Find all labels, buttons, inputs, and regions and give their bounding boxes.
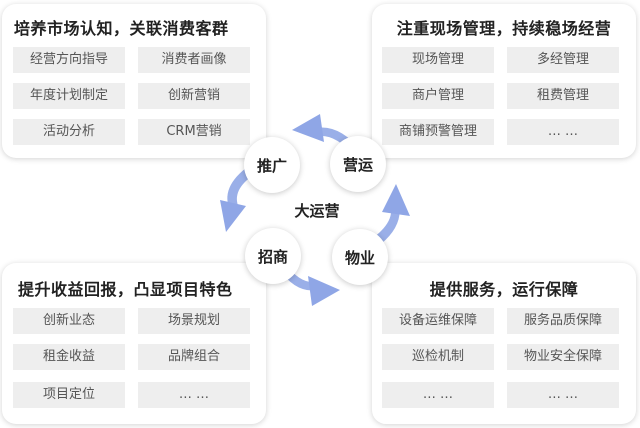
list-item: 创新业态 (13, 308, 125, 334)
list-item: 经营方向指导 (13, 47, 125, 73)
list-item: … … (507, 382, 619, 408)
list-item: 巡检机制 (382, 344, 494, 370)
list-item: 商铺预警管理 (382, 119, 494, 145)
card-title: 注重现场管理，持续稳场经营 (396, 19, 612, 38)
list-item: … … (507, 119, 619, 145)
left-arrowhead (220, 200, 246, 232)
list-item: 设备运维保障 (382, 308, 494, 334)
revenue-return-card: 提升收益回报，凸显项目特色 创新业态 场景规划 租金收益 品牌组合 项目定位 …… (2, 263, 266, 424)
service-support-card: 提供服务，运行保障 设备运维保障 服务品质保障 巡检机制 物业安全保障 … … … (372, 263, 636, 424)
card-title: 提升收益回报，凸显项目特色 (18, 280, 233, 299)
node-operate: 营运 (330, 136, 386, 192)
site-management-card: 注重现场管理，持续稳场经营 现场管理 多经管理 商户管理 租费管理 商铺预警管理… (372, 4, 636, 158)
node-merchant: 招商 (245, 228, 301, 284)
list-item: 活动分析 (13, 119, 125, 145)
node-property: 物业 (332, 229, 388, 285)
list-item: … … (382, 382, 494, 408)
list-item: 场景规划 (138, 308, 250, 334)
list-item: 年度计划制定 (13, 83, 125, 109)
list-item: 项目定位 (13, 382, 125, 408)
list-item: 租金收益 (13, 344, 125, 370)
card-title: 培养市场认知，关联消费客群 (14, 19, 229, 38)
list-item: CRM营销 (138, 119, 250, 145)
list-item: 消费者画像 (138, 47, 250, 73)
list-item: 租费管理 (507, 83, 619, 109)
list-item: 品牌组合 (138, 344, 250, 370)
left-arc-arrow (227, 168, 252, 214)
list-item: 创新营销 (138, 83, 250, 109)
list-item: 物业安全保障 (507, 344, 619, 370)
list-item: 现场管理 (382, 47, 494, 73)
list-item: 服务品质保障 (507, 308, 619, 334)
center-label: 大运营 (294, 202, 340, 220)
node-promote: 推广 (244, 137, 300, 193)
bottom-arrowhead (308, 276, 340, 306)
card-title: 提供服务，运行保障 (429, 280, 579, 299)
list-item: … … (138, 382, 250, 408)
market-cognition-card: 培养市场认知，关联消费客群 经营方向指导 消费者画像 年度计划制定 创新营销 活… (2, 4, 266, 158)
top-arrowhead (292, 114, 324, 142)
list-item: 商户管理 (382, 83, 494, 109)
list-item: 多经管理 (507, 47, 619, 73)
right-arrowhead (382, 184, 410, 216)
